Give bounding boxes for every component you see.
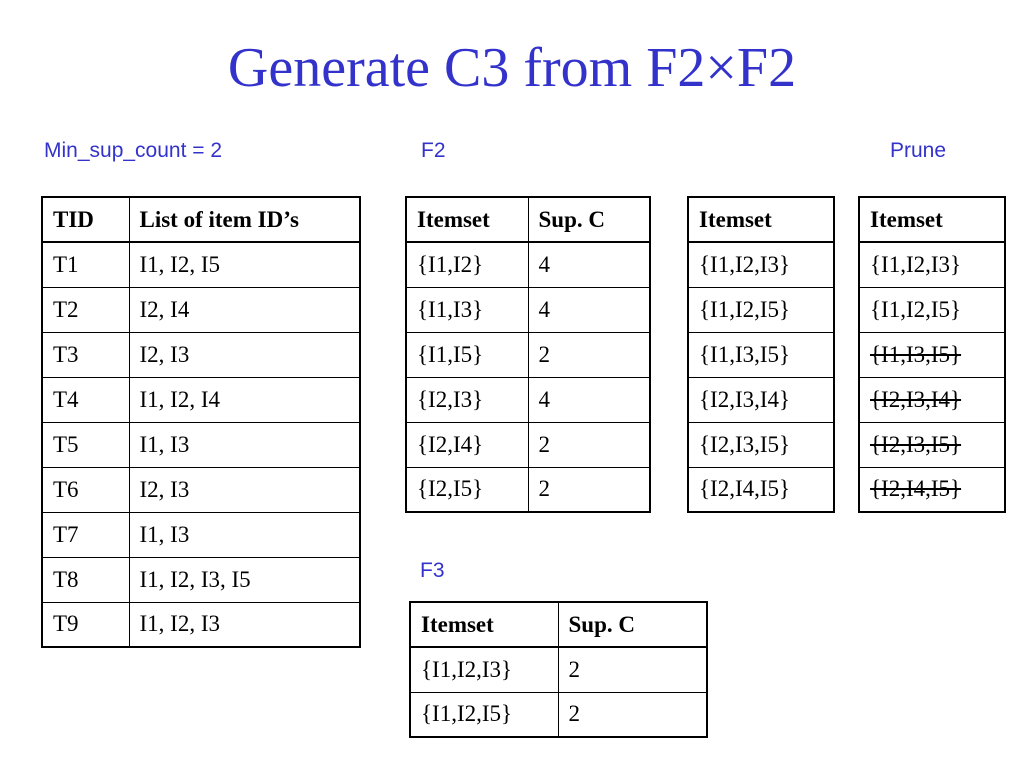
itemset-cell: {I1,I3,I5}: [687, 331, 835, 378]
tid-cell: T6: [41, 466, 130, 513]
table-row: {I2,I3,I4}: [858, 376, 1006, 423]
itemset-cell: {I1,I2,I3}: [409, 646, 559, 693]
itemset-cell: {I1,I2,I3}: [687, 241, 835, 288]
itemset-cell: {I2,I3,I4}: [858, 376, 1006, 423]
itemset-cell: {I2,I4}: [405, 421, 529, 468]
table-row: {I1,I2,I3}: [858, 241, 1006, 288]
support-header: Sup. C: [557, 601, 708, 648]
tid-cell: T9: [41, 601, 130, 648]
tid-cell: T7: [41, 511, 130, 558]
support-cell: 4: [527, 376, 651, 423]
itemset-cell: {I1,I2}: [405, 241, 529, 288]
tid-cell: T4: [41, 376, 130, 423]
items-header: List of item ID’s: [128, 196, 361, 243]
table-row: {I2,I4}2: [405, 421, 651, 468]
slide-title: Generate C3 from F2×F2: [227, 37, 797, 99]
table-row: {I1,I3,I5}: [858, 331, 1006, 378]
items-cell: I1, I2, I3: [128, 601, 361, 648]
support-cell: 2: [557, 691, 708, 738]
table-header-row: Itemset: [858, 196, 1006, 243]
tid-cell: T2: [41, 286, 130, 333]
table-header-row: Itemset: [687, 196, 835, 243]
itemset-header: Itemset: [687, 196, 835, 243]
table-row: {I2,I3,I5}: [858, 421, 1006, 468]
table-header-row: Itemset Sup. C: [409, 601, 708, 648]
table-row: {I1,I2,I3}: [687, 241, 835, 288]
items-cell: I1, I3: [128, 511, 361, 558]
c3-table: Itemset {I1,I2,I3} {I1,I2,I5} {I1,I3,I5}…: [687, 196, 835, 513]
support-header: Sup. C: [527, 196, 651, 243]
support-cell: 2: [527, 331, 651, 378]
items-cell: I2, I3: [128, 466, 361, 513]
f3-table: Itemset Sup. C {I1,I2,I3}2 {I1,I2,I5}2: [409, 601, 708, 738]
table-row: {I1,I2,I5}: [858, 286, 1006, 333]
itemset-cell: {I1,I3,I5}: [858, 331, 1006, 378]
prune-table: Itemset {I1,I2,I3} {I1,I2,I5} {I1,I3,I5}…: [858, 196, 1006, 513]
table-row: {I1,I2}4: [405, 241, 651, 288]
items-cell: I1, I3: [128, 421, 361, 468]
itemset-cell: {I2,I4,I5}: [687, 466, 835, 513]
itemset-cell: {I1,I5}: [405, 331, 529, 378]
support-cell: 2: [557, 646, 708, 693]
table-row: {I2,I3}4: [405, 376, 651, 423]
itemset-cell: {I2,I5}: [405, 466, 529, 513]
tid-cell: T8: [41, 556, 130, 603]
tid-header: TID: [41, 196, 130, 243]
support-cell: 2: [527, 421, 651, 468]
table-row: {I2,I5}2: [405, 466, 651, 513]
items-cell: I1, I2, I3, I5: [128, 556, 361, 603]
itemset-cell: {I1,I2,I3}: [858, 241, 1006, 288]
itemset-header: Itemset: [409, 601, 559, 648]
itemset-cell: {I2,I4,I5}: [858, 466, 1006, 513]
support-cell: 4: [527, 241, 651, 288]
table-row: {I1,I5}2: [405, 331, 651, 378]
itemset-cell: {I1,I2,I5}: [858, 286, 1006, 333]
table-row: {I2,I3,I5}: [687, 421, 835, 468]
table-row: {I2,I4,I5}: [687, 466, 835, 513]
f2-table: Itemset Sup. C {I1,I2}4 {I1,I3}4 {I1,I5}…: [405, 196, 651, 513]
itemset-cell: {I2,I3}: [405, 376, 529, 423]
itemset-cell: {I2,I3,I5}: [687, 421, 835, 468]
items-cell: I1, I2, I4: [128, 376, 361, 423]
table-row: {I1,I2,I5}: [687, 286, 835, 333]
itemset-cell: {I2,I3,I5}: [858, 421, 1006, 468]
min-sup-caption: Min_sup_count = 2: [44, 139, 223, 162]
table-row: {I1,I3,I5}: [687, 331, 835, 378]
items-cell: I2, I3: [128, 331, 361, 378]
table-row: {I1,I2,I3}2: [409, 646, 708, 693]
f3-caption: F3: [420, 559, 445, 582]
support-cell: 4: [527, 286, 651, 333]
itemset-cell: {I1,I3}: [405, 286, 529, 333]
itemset-header: Itemset: [405, 196, 529, 243]
tid-cell: T1: [41, 241, 130, 288]
items-cell: I2, I4: [128, 286, 361, 333]
tid-cell: T3: [41, 331, 130, 378]
table-row: {I2,I4,I5}: [858, 466, 1006, 513]
table-header-row: Itemset Sup. C: [405, 196, 651, 243]
prune-caption: Prune: [890, 139, 947, 162]
table-header-row: TID List of item ID’s: [41, 196, 361, 243]
itemset-header: Itemset: [858, 196, 1006, 243]
table-row: {I2,I3,I4}: [687, 376, 835, 423]
f2-caption: F2: [421, 139, 446, 162]
items-cell: I1, I2, I5: [128, 241, 361, 288]
itemset-cell: {I2,I3,I4}: [687, 376, 835, 423]
table-row: {I1,I3}4: [405, 286, 651, 333]
tid-cell: T5: [41, 421, 130, 468]
itemset-cell: {I1,I2,I5}: [409, 691, 559, 738]
table-row: {I1,I2,I5}2: [409, 691, 708, 738]
itemset-cell: {I1,I2,I5}: [687, 286, 835, 333]
support-cell: 2: [527, 466, 651, 513]
